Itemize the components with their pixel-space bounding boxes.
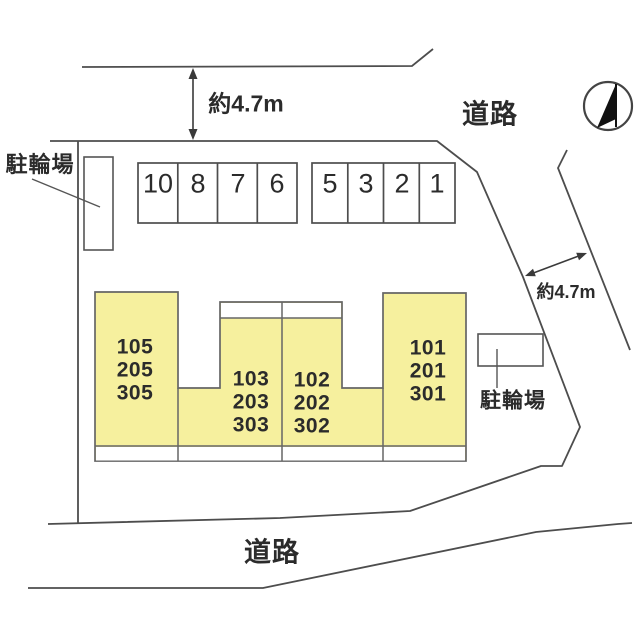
parking-space-number: 2 <box>394 168 410 199</box>
road-label-bottom: 道路 <box>244 537 300 568</box>
parking-right-group <box>311 162 456 224</box>
unit-number: 203 <box>232 390 270 414</box>
top-road-upper-line <box>81 48 434 68</box>
unit-number: 303 <box>232 413 270 437</box>
road-label-top: 道路 <box>462 99 518 130</box>
unit-number: 205 <box>116 358 154 382</box>
unit-number: 105 <box>116 335 154 359</box>
bicycle-parking-left-area <box>83 156 114 251</box>
unit-stack-103: 103 203 303 <box>233 368 270 437</box>
unit-stack-101: 101 201 301 <box>410 337 447 406</box>
unit-number: 103 <box>232 367 270 391</box>
bicycle-parking-right-area <box>477 333 544 367</box>
parking-left-group <box>137 162 298 224</box>
site-boundary-line <box>47 140 581 525</box>
unit-number: 102 <box>293 368 331 392</box>
unit-number: 302 <box>293 414 331 438</box>
north-arrow-icon <box>582 80 634 132</box>
unit-number: 101 <box>409 336 447 360</box>
bicycle-parking-label-left: 駐輪場 <box>5 152 75 177</box>
parking-space-number: 5 <box>322 168 338 199</box>
parking-space-number: 7 <box>230 168 246 199</box>
parking-space-number: 1 <box>429 168 445 199</box>
dimension-label-right: 約4.7m <box>536 282 596 302</box>
unit-number: 201 <box>409 359 447 383</box>
parking-space-number: 10 <box>142 168 174 199</box>
unit-number: 305 <box>116 381 154 405</box>
parking-space-number: 8 <box>190 168 206 199</box>
unit-stack-102: 102 202 302 <box>294 369 331 438</box>
unit-number: 202 <box>293 391 331 415</box>
bottom-road-line <box>28 522 633 589</box>
parking-space-number: 3 <box>358 168 374 199</box>
building-footprint <box>94 291 467 462</box>
unit-number: 301 <box>409 382 447 406</box>
right-dimension-arrow <box>525 252 587 277</box>
dimension-label-top: 約4.7m <box>208 90 284 117</box>
top-dimension-arrow <box>188 68 198 140</box>
bicycle-parking-left-leader-line <box>31 178 101 208</box>
parking-space-number: 6 <box>269 168 285 199</box>
bicycle-parking-label-right: 駐輪場 <box>480 389 546 413</box>
unit-stack-105: 105 205 305 <box>117 336 154 405</box>
right-road-line <box>557 149 631 351</box>
